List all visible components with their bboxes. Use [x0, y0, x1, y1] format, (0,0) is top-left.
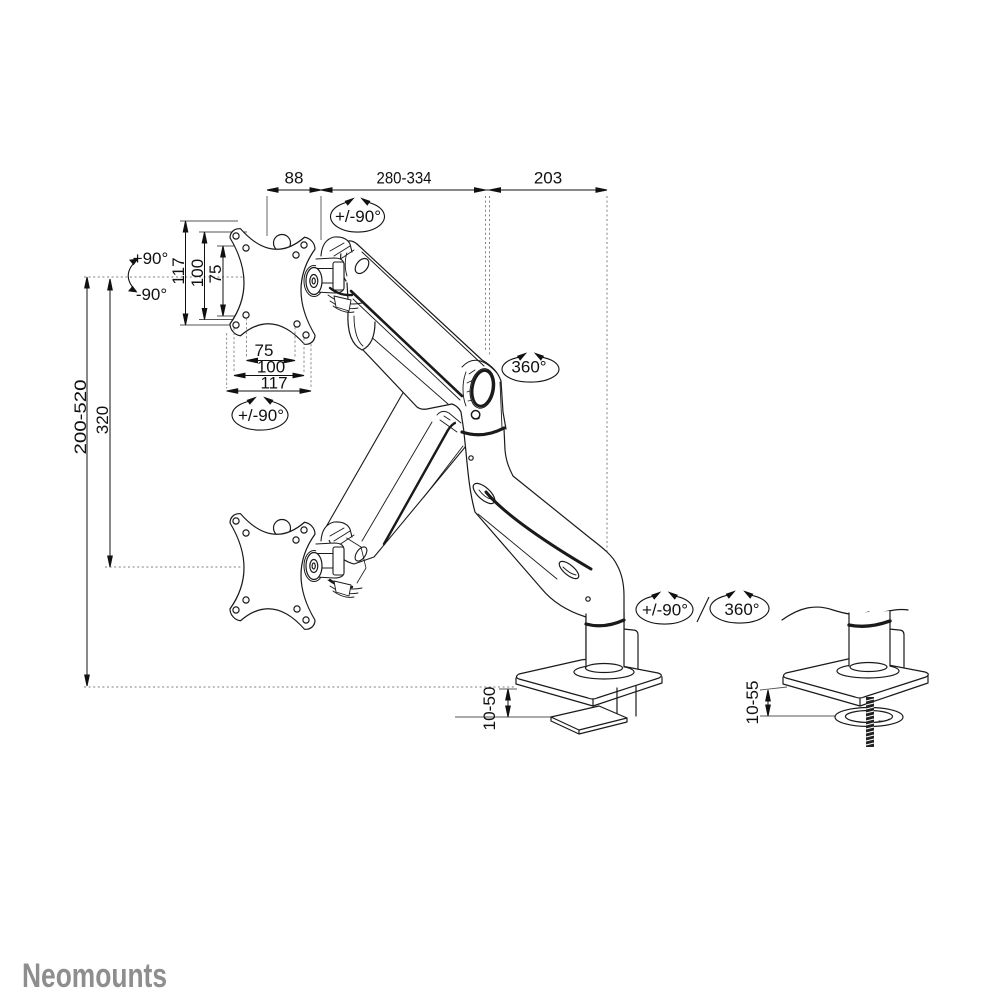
svg-text:+/-90°: +/-90°	[238, 406, 284, 425]
svg-text:Neomounts: Neomounts	[22, 957, 167, 995]
svg-text:200-520: 200-520	[71, 380, 90, 455]
svg-text:203: 203	[534, 169, 562, 188]
svg-text:10-55: 10-55	[743, 681, 762, 725]
svg-text:280-334: 280-334	[377, 169, 432, 188]
svg-text:10-50: 10-50	[480, 687, 499, 731]
svg-text:117: 117	[260, 374, 287, 393]
svg-text:75: 75	[206, 265, 225, 284]
svg-text:-90°: -90°	[136, 285, 167, 304]
svg-text:360°: 360°	[511, 358, 546, 377]
svg-text:+90°: +90°	[133, 249, 169, 268]
svg-text:+/-90°: +/-90°	[335, 207, 381, 226]
svg-text:117: 117	[169, 257, 188, 284]
svg-text:75: 75	[255, 341, 274, 360]
svg-text:88: 88	[285, 169, 304, 188]
svg-text:360°: 360°	[724, 600, 759, 619]
svg-text:+/-90°: +/-90°	[642, 601, 688, 620]
svg-text:320: 320	[93, 406, 112, 434]
svg-text:100: 100	[188, 259, 207, 287]
svg-text:100: 100	[257, 358, 285, 377]
